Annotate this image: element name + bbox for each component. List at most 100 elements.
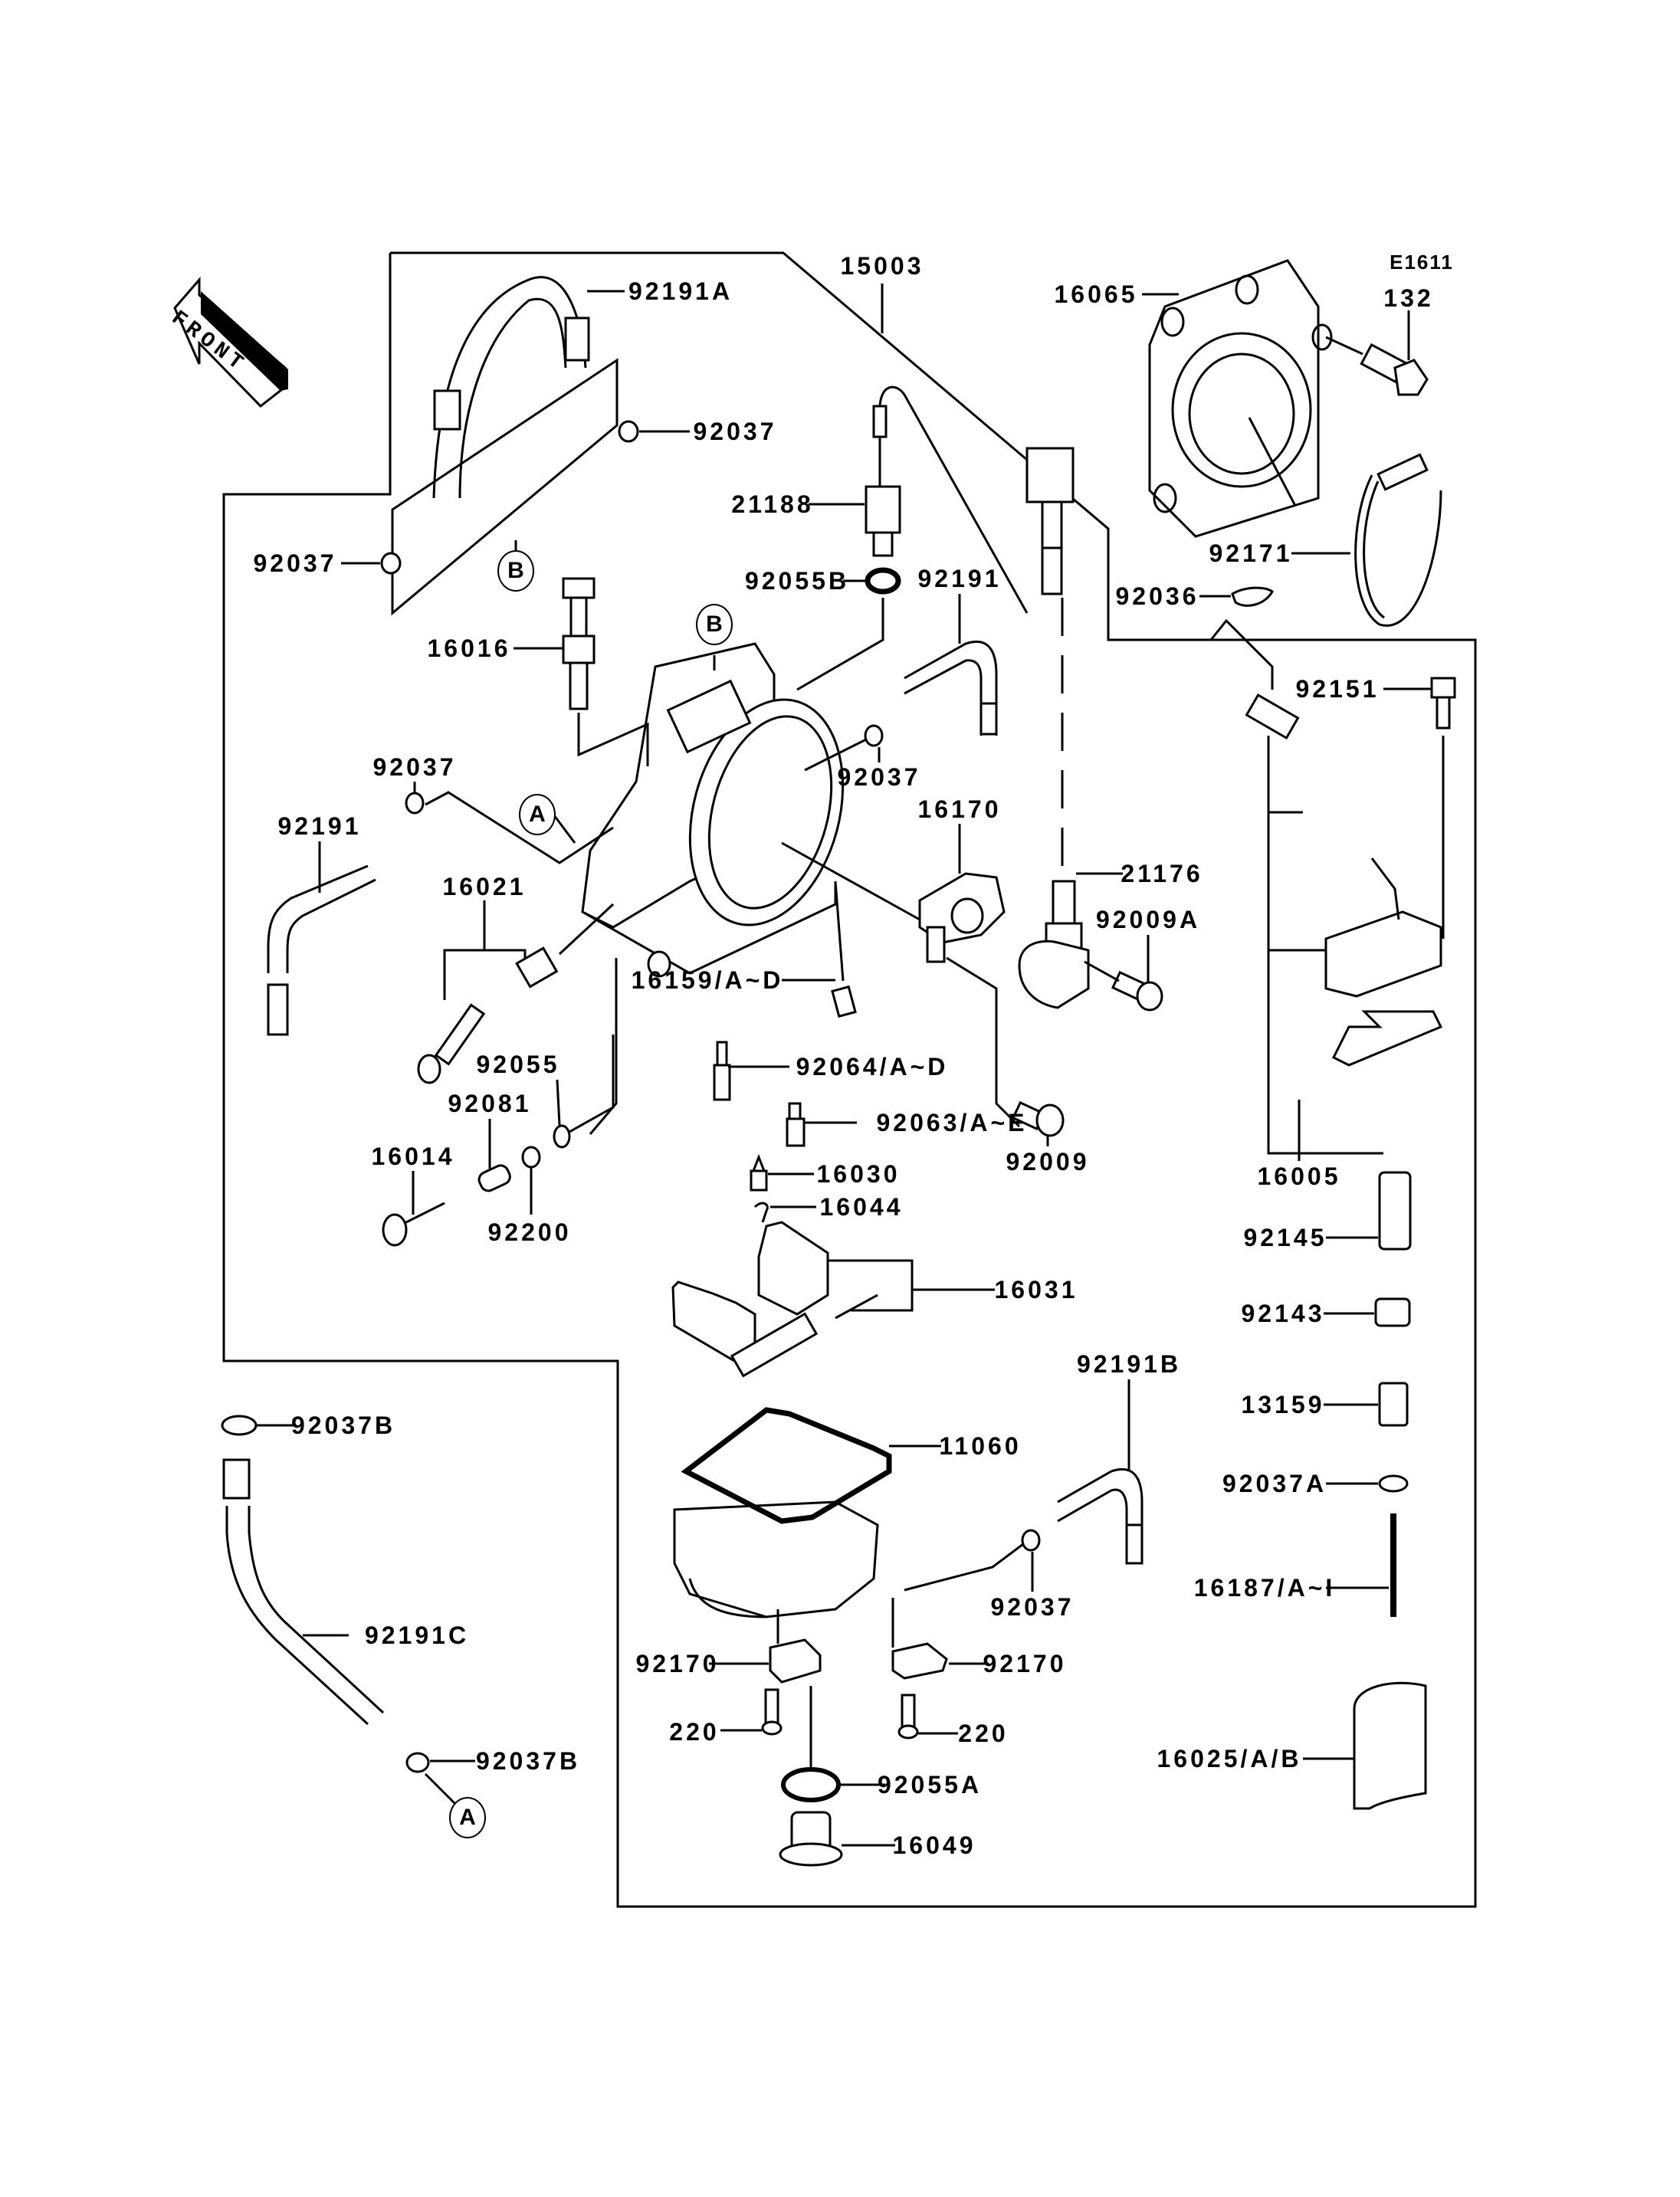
part-label[interactable]: 92191C [364,1622,470,1649]
jet-icon [831,985,857,1018]
part-label[interactable]: 92037B [290,1412,396,1439]
part-label[interactable]: 16014 [371,1143,455,1170]
part-label[interactable]: 16049 [892,1831,976,1859]
part-label[interactable]: 92170 [635,1650,720,1677]
spring-92081-drawing [477,1164,511,1192]
part-label[interactable]: 21188 [731,490,814,518]
part-label[interactable]: 92009A [1095,906,1201,933]
part-label[interactable]: 92009 [1006,1148,1090,1176]
part-label[interactable]: 92036 [1115,582,1199,610]
holder-icon [1378,1382,1409,1427]
part-label[interactable]: 16005 [1257,1162,1341,1190]
part-label[interactable]: 16030 [816,1160,901,1188]
part-label[interactable]: 92037B [475,1747,581,1775]
part-label[interactable]: 21176 [1121,860,1203,887]
sensor-16170-drawing [918,872,1006,963]
screw-92009-drawing [1011,1100,1065,1137]
connector-drawing [1025,447,1075,881]
part-label[interactable]: 92081 [448,1090,532,1117]
hose-92191-drawing [904,640,998,736]
part-label[interactable]: 92055A [877,1771,983,1799]
part-label[interactable]: 92064/A~D [796,1053,949,1080]
hose-92191a-drawing [391,276,619,616]
part-label[interactable]: 92037 [253,549,337,577]
jet-92064-drawing [713,1041,731,1101]
part-label[interactable]: 16025/A/B [1157,1745,1302,1772]
part-label[interactable]: 92151 [1295,675,1380,703]
part-label[interactable]: 92171 [1209,539,1293,567]
part-label[interactable]: 92191 [917,565,1002,592]
part-label[interactable]: 220 [958,1720,1009,1747]
sensor-21188-drawing [865,385,1029,614]
plug-16049-drawing [779,1811,843,1867]
needle-valve-16030-drawing [750,1153,768,1192]
screw-16014-drawing [382,1202,445,1247]
holder-16065-drawing [1148,259,1333,538]
part-label[interactable]: 92037 [372,753,457,781]
part-label[interactable]: 132 [1383,284,1434,312]
cover-16005-drawing [1245,693,1443,1067]
hose-92191c-drawing [222,1458,385,1726]
part-label[interactable]: 15003 [840,252,924,280]
plate-92170-left [769,1638,822,1684]
part-label[interactable]: 92143 [1241,1300,1325,1327]
jet-92063-drawing [786,1102,806,1147]
reference-marker-b: B [497,550,534,592]
part-label[interactable]: 13159 [1241,1391,1325,1418]
part-label[interactable]: 92063/A~E [876,1109,1028,1136]
reference-marker-a: A [449,1797,486,1838]
part-label[interactable]: 92200 [487,1218,572,1246]
figure-code: E1611 [1390,251,1454,274]
part-label[interactable]: 92037A [1222,1470,1327,1497]
o-ring-icon [865,567,901,595]
part-label[interactable]: 16021 [442,873,527,900]
part-label[interactable]: 92055 [476,1051,560,1078]
bolt-132-drawing [1360,343,1429,396]
part-label[interactable]: 11060 [939,1432,1022,1460]
clamp-icon [405,792,425,815]
part-label[interactable]: 92037 [990,1593,1075,1621]
screw-icon [901,1694,916,1729]
solenoid-21176-drawing [1018,880,1090,1009]
part-label[interactable]: 92037 [837,763,921,791]
screw-92009a-drawing [1111,970,1163,1012]
reference-marker-b: B [696,604,733,645]
screw-icon [764,1688,779,1726]
part-label[interactable]: 92191B [1076,1350,1182,1378]
float-16031-drawing [671,1221,878,1378]
part-label[interactable]: 92145 [1243,1224,1327,1251]
part-label[interactable]: 16044 [819,1193,904,1221]
part-label[interactable]: 16187/A~I [1193,1574,1336,1602]
clamp-icon [1021,1529,1041,1552]
part-label[interactable]: 16031 [994,1276,1078,1303]
part-label[interactable]: 92191A [628,277,733,305]
hose-92191-left-drawing [267,864,376,1036]
valve-16016-drawing [562,577,596,710]
plate-92170-right [891,1642,948,1680]
spring-icon [1378,1171,1412,1251]
clamp-icon [618,420,639,443]
front-arrow-icon [173,276,288,408]
part-label[interactable]: 92170 [983,1650,1067,1677]
part-label[interactable]: 16065 [1054,280,1138,308]
screw-16021-drawing [417,946,559,1084]
part-label[interactable]: 92055B [744,567,850,595]
part-label[interactable]: 92037 [693,418,777,445]
part-label[interactable]: 16159/A~D [631,966,784,994]
part-label[interactable]: 16016 [427,635,511,662]
clamp-icon [864,724,884,747]
part-label[interactable]: 220 [669,1718,720,1746]
clip-icon [1378,1474,1409,1493]
gasket-11060 [681,1407,892,1524]
o-ring-icon [553,1124,571,1149]
hose-92191b-drawing [1057,1467,1144,1565]
part-label[interactable]: 16170 [917,795,1002,823]
reference-marker-a: A [519,794,556,835]
float-bowl-drawing [673,1407,892,1618]
clamp-icon [405,1752,430,1773]
carburetor-body-drawing [581,642,845,978]
clamp-icon [221,1415,258,1436]
part-label[interactable]: 92191 [277,812,362,840]
